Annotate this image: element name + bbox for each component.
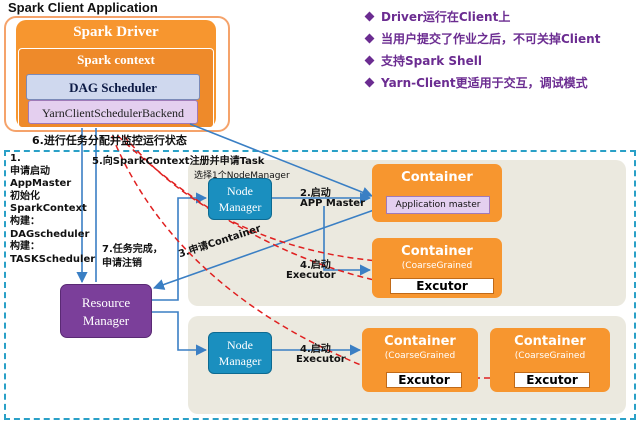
- coarse-grained-label: (CoarseGrained: [384, 351, 456, 361]
- bullet-text: 支持Spark Shell: [381, 54, 482, 68]
- step4c-label: 4.启动: [300, 344, 331, 355]
- step1-line: DAGscheduler: [10, 228, 90, 240]
- step1-label: 1. 申请启动 AppMaster 初始化 SparkContext 构建： D…: [10, 153, 95, 266]
- arrow-register-3: [123, 135, 391, 263]
- spark-driver-title: Spark Driver: [73, 24, 159, 40]
- coarse-grained-label: (CoarseGrained: [514, 351, 586, 361]
- bullet-3: 支持Spark Shell: [364, 52, 482, 69]
- container-app-master: Container Application master: [372, 164, 502, 222]
- step2b-label: APP Master: [300, 198, 366, 209]
- step1-line: 构建：: [10, 241, 40, 253]
- rm-line1: Resource: [81, 295, 131, 310]
- rm-line2: Manager: [82, 313, 130, 328]
- step7b-label: 申请注销: [102, 258, 142, 269]
- arrow-rm-to-nm-bottom: [152, 311, 208, 356]
- container-executor-bottom-2: Container (CoarseGrained Excutor: [490, 328, 610, 392]
- arrow-register-1: [117, 135, 406, 290]
- step7a-label: 7.任务完成，: [102, 244, 163, 255]
- container-title: Container: [384, 334, 456, 349]
- select-nodemanager-label: 选择1个NodeManager: [194, 171, 290, 181]
- container-title: Container: [514, 334, 586, 349]
- coarse-grained-label: (CoarseGrained: [401, 261, 473, 271]
- spark-context-title: Spark context: [77, 52, 155, 67]
- nm-line1: Node: [227, 338, 253, 352]
- client-application-frame: [4, 16, 230, 132]
- step1-line: AppMaster: [10, 178, 72, 190]
- app-title: Spark Client Application: [8, 0, 158, 15]
- step1-line: 申请启动: [10, 165, 50, 177]
- executor-box: Excutor: [390, 278, 494, 294]
- step4d-label: Executor: [296, 354, 346, 365]
- container-executor-bottom-1: Container (CoarseGrained Excutor: [362, 328, 478, 392]
- arrow-appmaster-to-rm: [152, 209, 375, 290]
- nm-line2: Manager: [218, 354, 262, 368]
- yarn-cluster-frame: [4, 150, 636, 420]
- step1-line: TASKScheduler: [10, 253, 96, 265]
- step2-label: 2.启动: [300, 188, 331, 199]
- step1-line: SparkContext: [10, 203, 87, 215]
- nm-line1: Node: [227, 184, 253, 198]
- node-manager-top: Node Manager: [208, 178, 272, 220]
- step5-label: 5.向SparkContext注册并申请Task: [92, 156, 265, 167]
- dag-scheduler-box: DAG Scheduler: [26, 74, 200, 100]
- arrow-register-2: [111, 135, 395, 380]
- bullet-text: Yarn-Client更适用于交互，调试模式: [381, 76, 588, 90]
- bullet-2: 当用户提交了作业之后，不可关掉Client: [364, 30, 601, 47]
- executor-box: Excutor: [386, 372, 462, 388]
- step1-line: 初始化: [10, 190, 40, 202]
- step6-label: 6.进行任务分配并监控运行状态: [32, 134, 187, 147]
- nm-line2: Manager: [218, 200, 262, 214]
- step1-line: 构建：: [10, 215, 40, 227]
- bullet-4: Yarn-Client更适用于交互，调试模式: [364, 74, 588, 91]
- step4b-label: Executor: [286, 270, 336, 281]
- arrow-appmaster-to-executor: [323, 206, 372, 276]
- bullet-text: Driver运行在Client上: [381, 10, 511, 24]
- bullet-1: Driver运行在Client上: [364, 8, 511, 25]
- step1-line: 1.: [10, 153, 21, 164]
- resource-manager-box: Resource Manager: [60, 284, 152, 338]
- container-title: Container: [401, 244, 473, 259]
- step4a-label: 4.启动: [300, 260, 331, 271]
- container-title: Container: [401, 170, 473, 185]
- yarn-client-scheduler-backend-box: YarnClientSchedulerBackend: [28, 100, 198, 124]
- container-executor-top: Container (CoarseGrained Excutor: [372, 238, 502, 298]
- executor-box: Excutor: [514, 372, 590, 388]
- node-manager-bottom: Node Manager: [208, 332, 272, 374]
- bullet-text: 当用户提交了作业之后，不可关掉Client: [381, 32, 601, 46]
- arrow-backend-to-appmaster: [189, 123, 374, 198]
- application-master-box: Application master: [386, 196, 490, 214]
